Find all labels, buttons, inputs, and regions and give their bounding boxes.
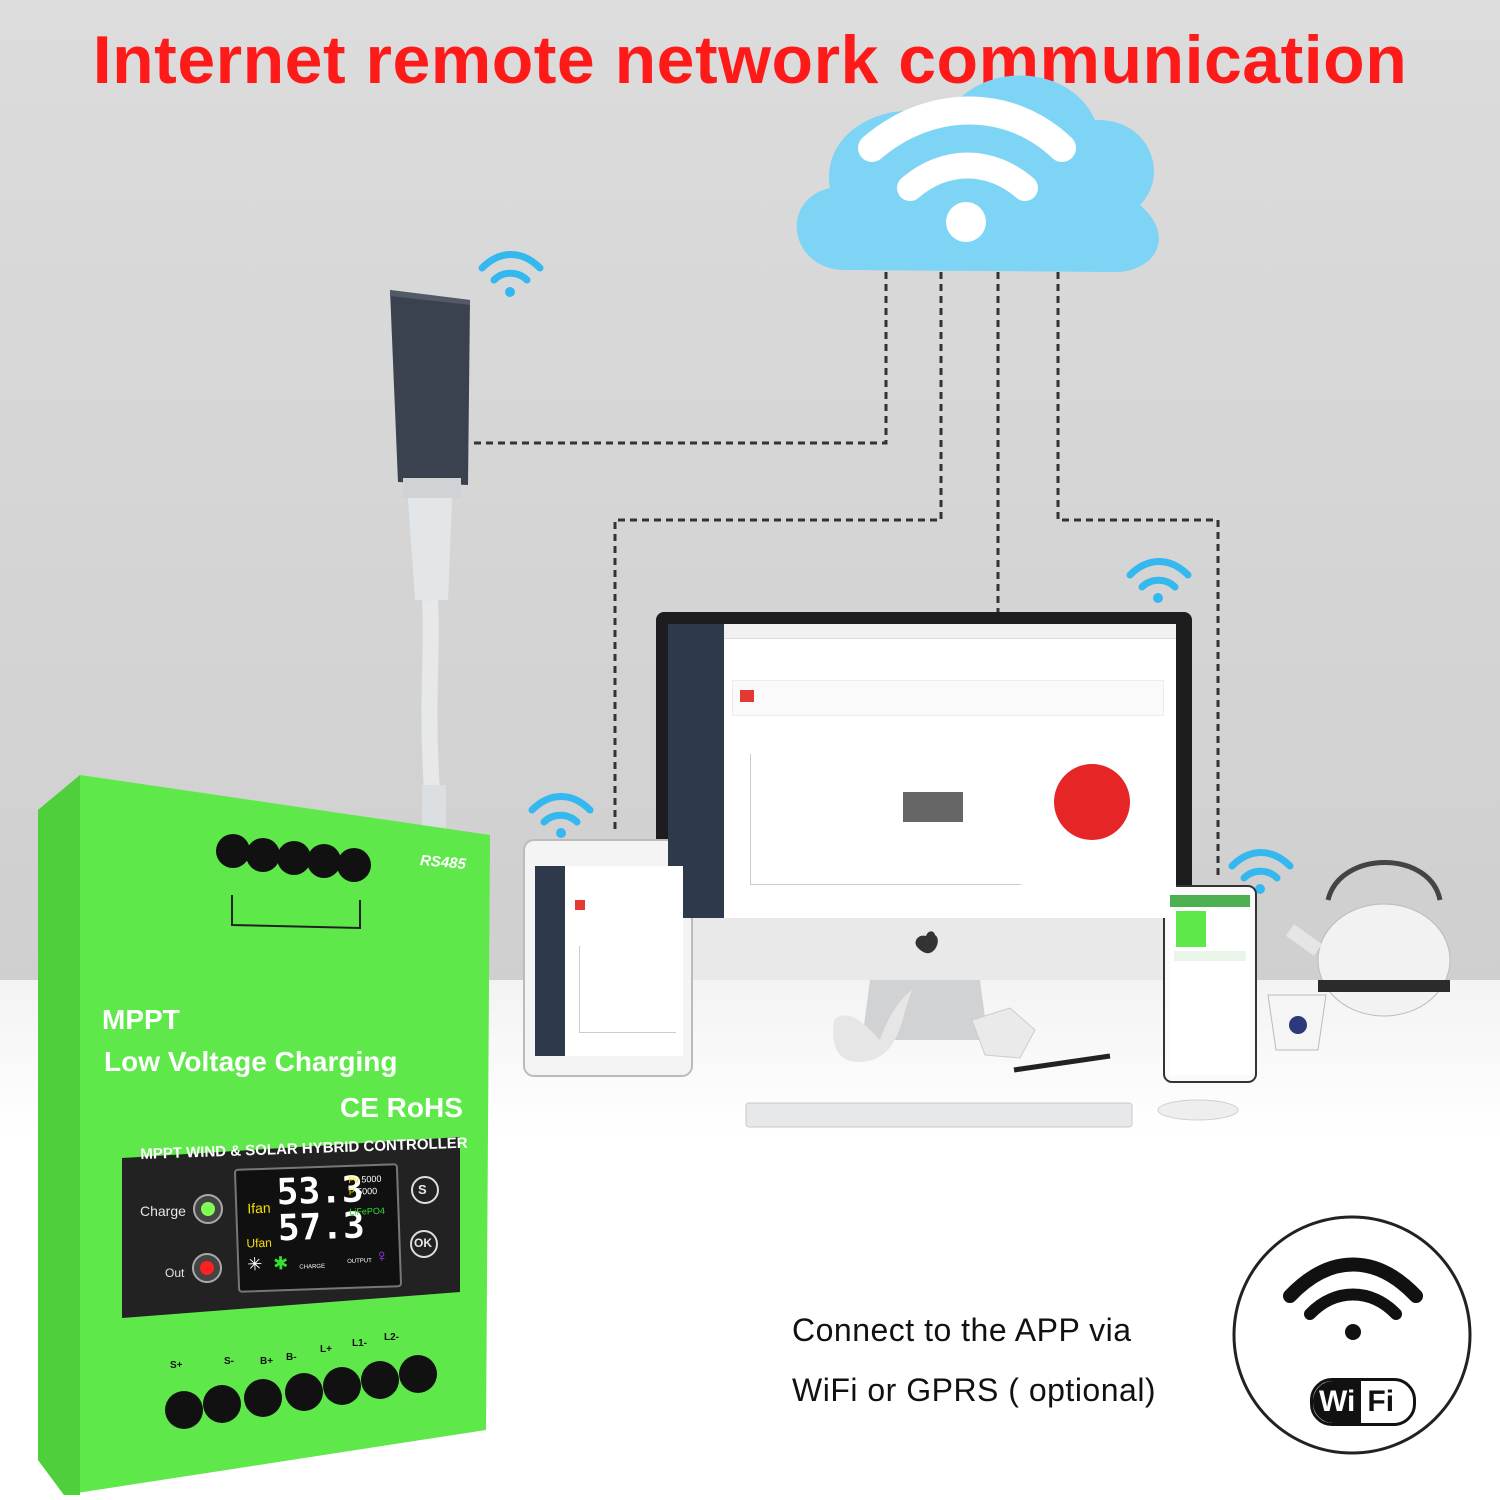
feature-mppt: MPPT — [102, 1004, 180, 1035]
cloud-wifi-icon — [796, 75, 1159, 273]
bottom-terminals — [165, 1355, 437, 1429]
bird-ornament — [833, 990, 912, 1062]
feature-low-voltage-charging: Low Voltage Charging — [104, 1046, 398, 1077]
lcd-battery-type: LiFePO4 — [349, 1205, 386, 1217]
lcd-ufan-label: Ufan — [246, 1235, 273, 1251]
tablet-stat-icon — [575, 900, 585, 910]
terminal-s-plus: S+ — [170, 1360, 183, 1371]
controller-body — [38, 775, 490, 1495]
pen — [1013, 1053, 1111, 1073]
lcd-pv-value: 5000 — [361, 1173, 382, 1185]
top-terminals — [216, 834, 371, 882]
dashboard-stat-cards — [732, 680, 1164, 716]
monitor-screen — [668, 624, 1176, 918]
chart-tooltip — [903, 792, 963, 822]
terminal-l2-minus: L2- — [384, 1332, 399, 1343]
network-lines — [470, 272, 1220, 880]
lcd-display: Ifan Ufan 53.3 57.3 Pv 5000 P 5000 LiFeP… — [233, 1163, 403, 1293]
out-label: Out — [165, 1266, 185, 1280]
lcd-output-text: OUTPUT — [347, 1258, 372, 1265]
headline: Internet remote network communication — [92, 22, 1408, 98]
mouse — [1157, 1099, 1239, 1121]
charge-label: Charge — [140, 1203, 186, 1219]
caption-line-2: WiFi or GPRS ( optional) — [792, 1372, 1157, 1408]
bulb-icon: ♀ — [374, 1245, 389, 1267]
teacup — [1267, 994, 1327, 1051]
terminal-l-plus: L+ — [320, 1344, 332, 1355]
s-button[interactable]: S — [418, 1182, 427, 1197]
terminal-b-minus: B- — [286, 1352, 297, 1363]
crumpled-paper — [971, 1007, 1036, 1059]
sun-icon: ✳ — [246, 1253, 263, 1275]
wifi-icon-monitor — [1126, 558, 1192, 603]
phone-tabs — [1174, 951, 1246, 961]
wifi-icon-phone — [1228, 849, 1294, 894]
wifi-icon-gateway — [478, 251, 544, 297]
device-type-pie — [1054, 764, 1130, 840]
tablet-chart — [579, 946, 676, 1033]
lcd-ifan-label: Ifan — [246, 1199, 271, 1217]
lcd-pv: Pv 5000 — [348, 1174, 381, 1185]
phone-screen — [1170, 895, 1250, 1075]
terminal-s-minus: S- — [224, 1356, 234, 1367]
teapot — [1285, 860, 1451, 1017]
keyboard — [745, 1102, 1133, 1128]
phone-header — [1170, 895, 1250, 907]
wifi-wordmark-fi: Fi — [1367, 1385, 1395, 1418]
wifi-gateway-device — [390, 290, 470, 835]
wifi-icon-tablet — [528, 793, 594, 838]
lcd-pv-label: Pv — [348, 1174, 360, 1185]
stat-icon — [740, 690, 754, 702]
wifi-wordmark-wi: Wi — [1313, 1381, 1362, 1423]
phone-device-image — [1176, 911, 1206, 947]
feature-certification: CE RoHS — [340, 1092, 463, 1123]
lcd-pl-label: P — [348, 1186, 355, 1197]
terminal-b-plus: B+ — [260, 1356, 274, 1367]
fan-icon: ✱ — [272, 1253, 289, 1274]
terminal-l1-minus: L1- — [352, 1338, 367, 1349]
tablet-screen — [535, 866, 683, 1056]
lcd-pl-value: 5000 — [356, 1185, 378, 1197]
apple-logo-icon — [915, 931, 938, 954]
lcd-charge-text: CHARGE — [299, 1263, 326, 1271]
dashboard-topbar — [724, 624, 1176, 639]
lcd-pl: P 5000 — [349, 1186, 378, 1197]
tablet-sidebar — [535, 866, 565, 1056]
caption-line-1: Connect to the APP via — [792, 1312, 1132, 1348]
device-time-chart — [750, 754, 1021, 885]
ok-button[interactable]: OK — [414, 1236, 432, 1250]
